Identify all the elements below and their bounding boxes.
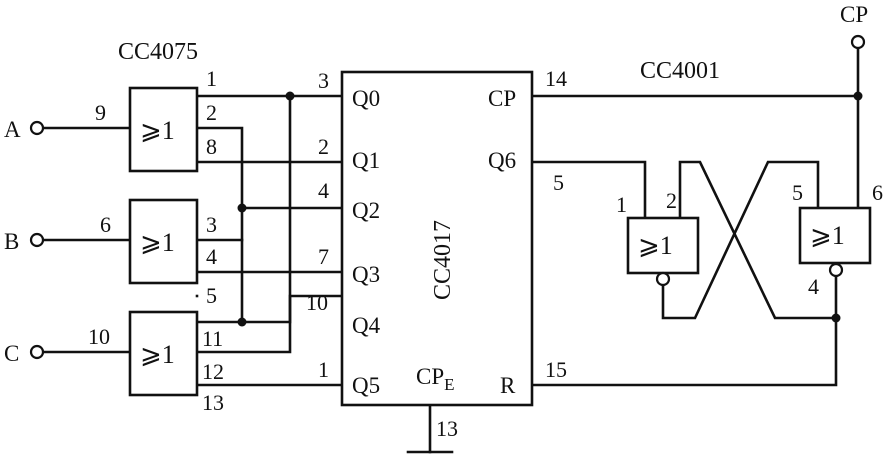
pin-or2-in: 6 xyxy=(100,212,111,237)
pin-or3-in2: 11 xyxy=(202,326,223,351)
wire-q6-nor1 xyxy=(530,160,647,220)
counter-q4: Q4 xyxy=(352,313,381,338)
chip-label-cc4075: CC4075 xyxy=(118,39,198,65)
counter-cpe-sub: E xyxy=(444,375,454,394)
counter-q0: Q0 xyxy=(352,86,380,111)
junctions xyxy=(237,91,863,327)
pin-q2: 4 xyxy=(318,178,329,203)
wire-nor2-pin5 xyxy=(661,160,820,320)
input-label-c: C xyxy=(4,341,19,366)
pin-cpe: 13 xyxy=(436,416,458,441)
pin-q0: 3 xyxy=(318,68,329,93)
nor-gate-1-bubble xyxy=(655,271,671,287)
wire-q0-bus xyxy=(195,94,292,354)
junction-q2 xyxy=(237,203,247,213)
junction-q0 xyxy=(285,91,295,101)
counter-box xyxy=(340,70,534,407)
junction-cp xyxy=(853,91,863,101)
pin-or3-out: 13 xyxy=(202,390,224,415)
counter-name: CC4017 xyxy=(430,220,456,300)
pin-numbers: 9 1 2 8 6 3 4 5 10 11 12 13 3 2 4 7 10 1… xyxy=(88,66,883,441)
pin-or3-in3: 12 xyxy=(202,359,224,384)
or-gate-1-symbol: ⩾1 xyxy=(140,116,175,145)
counter-q1: Q1 xyxy=(352,148,380,173)
terminal-c xyxy=(29,344,45,360)
pin-q6: 5 xyxy=(553,170,564,195)
pin-or2-out: 5 xyxy=(206,283,217,308)
junction-q4 xyxy=(237,317,247,327)
terminal-cp xyxy=(850,34,866,50)
pin-or1-out: 1 xyxy=(206,66,217,91)
chip-label-cc4001: CC4001 xyxy=(640,58,720,84)
pin-q1: 2 xyxy=(318,134,329,159)
wire-nor1-pin2 xyxy=(678,160,838,320)
nor-gate-1-symbol: ⩾1 xyxy=(638,231,673,260)
pin-nor2-out4: 4 xyxy=(808,274,819,299)
or-gate-3 xyxy=(128,310,199,397)
terminal-b xyxy=(29,232,45,248)
or-gate-2-symbol: ⩾1 xyxy=(140,228,175,257)
or-gate-2 xyxy=(128,198,199,285)
counter-q2: Q2 xyxy=(352,198,380,223)
counter-r: R xyxy=(500,373,516,398)
input-label-b: B xyxy=(4,229,19,254)
pin-or3-in: 10 xyxy=(88,324,110,349)
wire-nor2-out-r xyxy=(530,268,838,387)
pin-q3: 7 xyxy=(318,244,329,269)
or-gate-3-symbol: ⩾1 xyxy=(140,340,175,369)
input-label-a: A xyxy=(4,117,21,142)
pin-or1-in3: 8 xyxy=(206,134,217,159)
counter-cpe-main: CP xyxy=(416,364,444,389)
nor-gate-2-bubble xyxy=(828,262,844,278)
counter-q5: Q5 xyxy=(352,373,380,398)
counter-cp: CP xyxy=(488,86,516,111)
wires xyxy=(41,44,860,454)
pin-q4: 10 xyxy=(306,290,328,315)
pin-nor2-in5: 5 xyxy=(792,180,803,205)
pin-nor1-in1: 1 xyxy=(616,192,627,217)
counter-q6: Q6 xyxy=(488,148,516,173)
pin-or1-in2: 2 xyxy=(206,100,217,125)
or-gate-1 xyxy=(128,86,199,173)
wire-or1-pin2 xyxy=(195,126,244,324)
pin-or1-in: 9 xyxy=(95,100,106,125)
pin-r: 15 xyxy=(545,357,567,382)
pin-cp: 14 xyxy=(545,66,567,91)
wire-q4 xyxy=(240,294,344,324)
junction-r xyxy=(831,313,841,323)
pin-nor2-out: 6 xyxy=(872,180,883,205)
pin-or2-in2: 3 xyxy=(206,212,217,237)
pin-nor1-in2: 2 xyxy=(666,188,677,213)
pin-q5: 1 xyxy=(318,357,329,382)
counter-cpe: CPE xyxy=(416,364,455,394)
clock-terminal-label: CP xyxy=(840,2,868,27)
pin-or2-in3: 4 xyxy=(206,244,217,269)
counter-q3: Q3 xyxy=(352,262,380,287)
nor-gate-2-symbol: ⩾1 xyxy=(810,221,845,250)
terminal-a xyxy=(29,120,45,136)
